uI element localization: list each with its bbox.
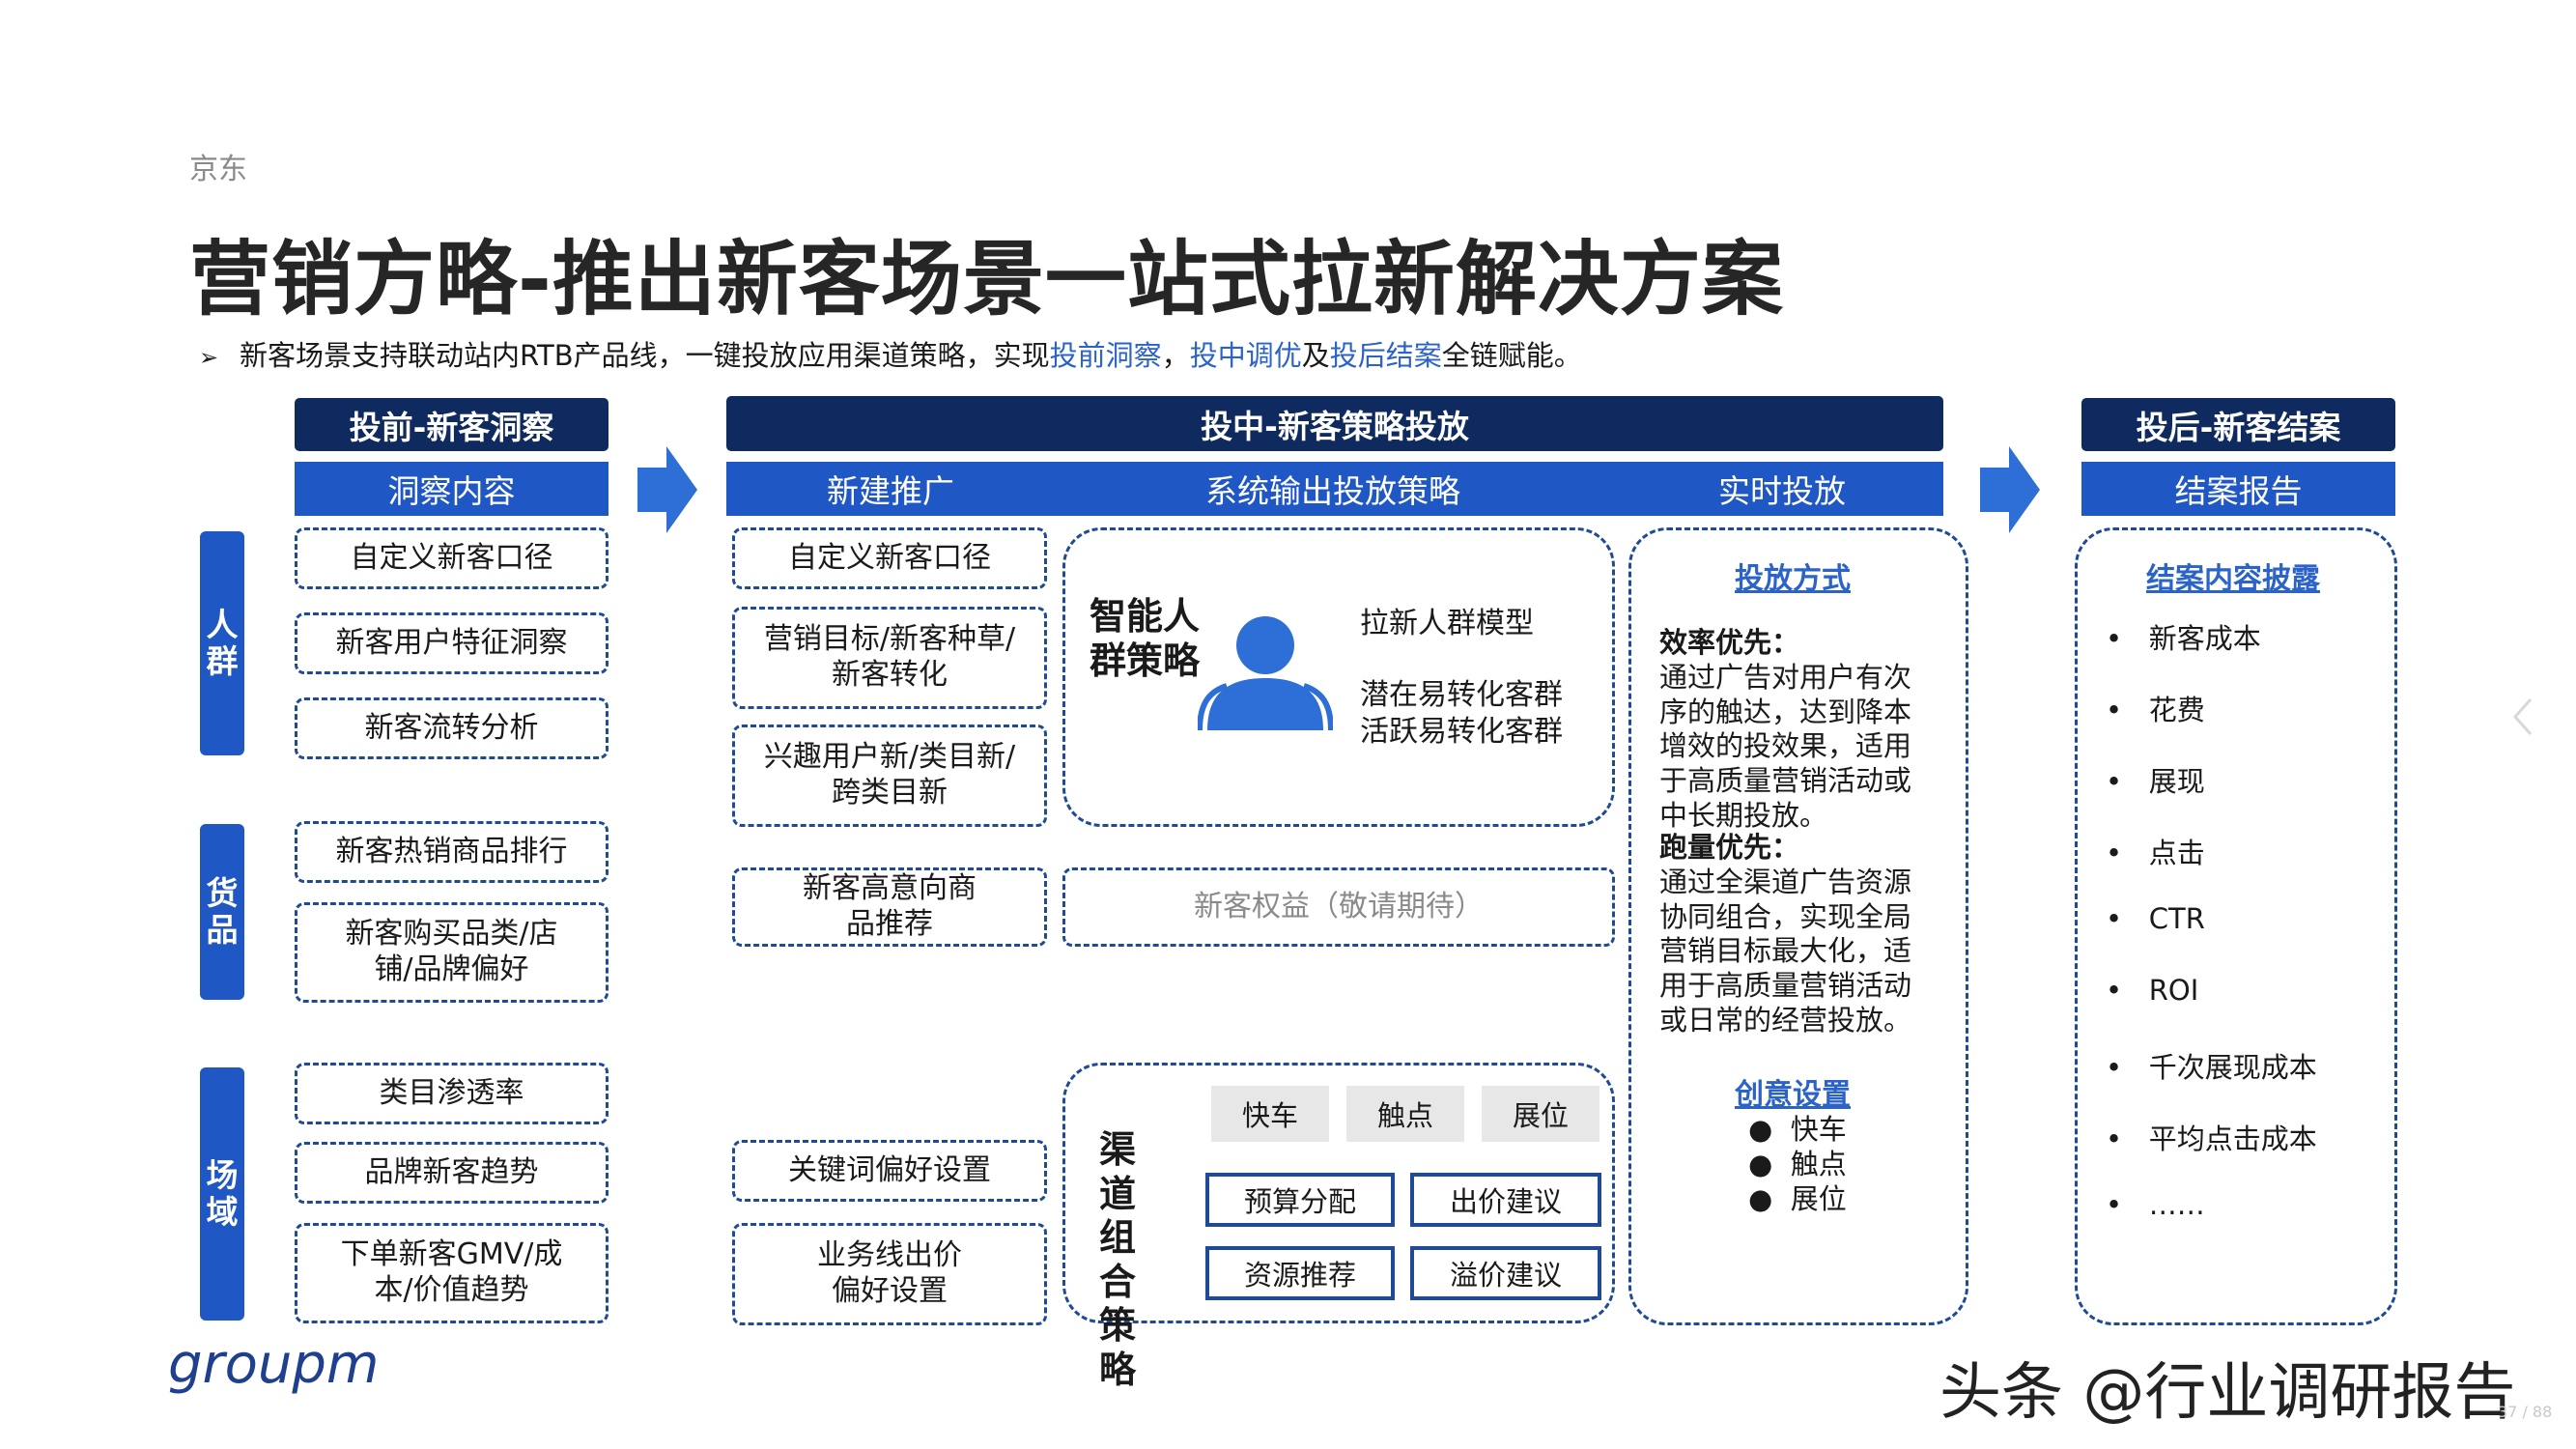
people-icon — [1198, 616, 1333, 731]
promo-item: 兴趣用户新/类目新/跨类目新 — [732, 724, 1047, 827]
post-subheader: 结案报告 — [2081, 462, 2395, 516]
mid-header: 投中-新客策略投放 — [726, 396, 1943, 451]
creative-bullet: ● 触点 — [1748, 1148, 1847, 1180]
pre-item: 自定义新客口径 — [295, 527, 609, 589]
watermark: 头条 @行业调研报告 — [1939, 1357, 2516, 1429]
creative-settings-link[interactable]: 创意设置 — [1735, 1078, 1851, 1112]
report-disclosure-link[interactable]: 结案内容披露 — [2146, 562, 2320, 596]
pre-item: 类目渗透率 — [295, 1063, 609, 1124]
mid-sub-new-promo: 新建推广 — [827, 472, 954, 510]
channel-action: 出价建议 — [1410, 1173, 1601, 1227]
side-label-crowd: 人群 — [200, 531, 244, 755]
promo-item: 业务线出价偏好设置 — [732, 1223, 1047, 1325]
channel-action: 资源推荐 — [1205, 1246, 1395, 1300]
post-item: • 花费 — [2106, 694, 2205, 726]
promo-item: 关键词偏好设置 — [732, 1140, 1047, 1202]
page-title: 营销方略-推出新客场景一站式拉新解决方案 — [189, 232, 1784, 327]
side-label-goods: 货品 — [200, 824, 244, 1000]
page-number: 37 / 88 — [2498, 1403, 2553, 1421]
subtitle-highlight-mid: 投中调优 — [1189, 339, 1302, 372]
post-header: 投后-新客结案 — [2081, 398, 2395, 451]
post-item: • ROI — [2106, 974, 2199, 1007]
pre-item: 新客购买品类/店铺/品牌偏好 — [295, 902, 609, 1003]
channel-action: 预算分配 — [1205, 1173, 1395, 1227]
promo-item: 营销目标/新客种草/新客转化 — [732, 607, 1047, 709]
creative-bullet: ● 展位 — [1748, 1182, 1847, 1215]
efficiency-desc: 通过广告对用户有次序的触达，达到降本增效的投效果，适用于高质量营销活动或中长期投… — [1659, 661, 1912, 832]
promo-item: 新客高意向商品推荐 — [732, 867, 1047, 947]
groupm-logo: groupm — [168, 1333, 380, 1396]
post-item: • …… — [2106, 1188, 2205, 1221]
crowd-model-text: 拉新人群模型 — [1360, 607, 1534, 640]
mid-sub-realtime: 实时投放 — [1718, 472, 1846, 510]
post-item: • 平均点击成本 — [2106, 1122, 2317, 1155]
efficiency-heading: 效率优先： — [1659, 626, 1800, 659]
pre-item: 品牌新客趋势 — [295, 1142, 609, 1204]
channel-tag: 展位 — [1482, 1086, 1599, 1142]
promo-item: 自定义新客口径 — [732, 527, 1047, 589]
pre-item: 下单新客GMV/成本/价值趋势 — [295, 1223, 609, 1323]
subtitle-part2: 及 — [1301, 339, 1330, 372]
post-item: • 新客成本 — [2106, 622, 2261, 655]
crowd-strategy-title: 智能人群策略 — [1090, 595, 1201, 682]
subtitle-part1: 新客场景支持联动站内RTB产品线，一键投放应用渠道策略，实现 — [240, 339, 1050, 372]
delivery-mode-link[interactable]: 投放方式 — [1735, 562, 1851, 596]
subtitle: ➢ 新客场景支持联动站内RTB产品线，一键投放应用渠道策略，实现投前洞察，投中调优… — [199, 333, 1582, 374]
pre-header: 投前-新客洞察 — [295, 398, 609, 451]
channel-tag: 快车 — [1211, 1086, 1329, 1142]
chevron-left-icon[interactable] — [2511, 696, 2534, 738]
channel-action: 溢价建议 — [1410, 1246, 1601, 1300]
channel-tag: 触点 — [1346, 1086, 1464, 1142]
subtitle-highlight-pre: 投前洞察 — [1049, 339, 1162, 372]
flow-arrow-icon — [637, 446, 697, 533]
volume-heading: 跑量优先： — [1659, 831, 1800, 864]
realtime-box — [1628, 527, 1968, 1325]
post-item: • 展现 — [2106, 765, 2205, 798]
crowd-potential-text: 潜在易转化客群 — [1360, 678, 1563, 712]
post-item: • 千次展现成本 — [2106, 1051, 2317, 1084]
post-item: • CTR — [2106, 902, 2205, 935]
brand-label: 京东 — [189, 153, 247, 186]
subtitle-part3: 全链赋能。 — [1441, 339, 1582, 372]
post-item: • 点击 — [2106, 837, 2205, 869]
mid-sub-strategy: 系统输出投放策略 — [1205, 472, 1460, 510]
bullet-arrow-icon: ➢ — [199, 344, 219, 371]
benefits-box: 新客权益（敬请期待） — [1062, 867, 1615, 947]
crowd-strategy-box — [1062, 527, 1615, 827]
creative-bullet: ● 快车 — [1748, 1113, 1847, 1146]
flow-arrow-icon — [1980, 446, 2040, 533]
post-box — [2075, 527, 2397, 1325]
side-label-scene: 场域 — [200, 1067, 244, 1321]
channel-title: 渠道组合策略 — [1099, 1128, 1137, 1391]
pre-item: 新客流转分析 — [295, 697, 609, 759]
subtitle-sep: ， — [1161, 339, 1190, 372]
mid-subheader-bar — [726, 462, 1943, 516]
crowd-active-text: 活跃易转化客群 — [1360, 715, 1563, 749]
pre-item: 新客热销商品排行 — [295, 821, 609, 883]
pre-item: 新客用户特征洞察 — [295, 612, 609, 674]
subtitle-highlight-post: 投后结案 — [1329, 339, 1442, 372]
pre-subheader: 洞察内容 — [295, 462, 609, 516]
volume-desc: 通过全渠道广告资源协同组合，实现全局营销目标最大化，适用于高质量营销活动或日常的… — [1659, 866, 1912, 1037]
